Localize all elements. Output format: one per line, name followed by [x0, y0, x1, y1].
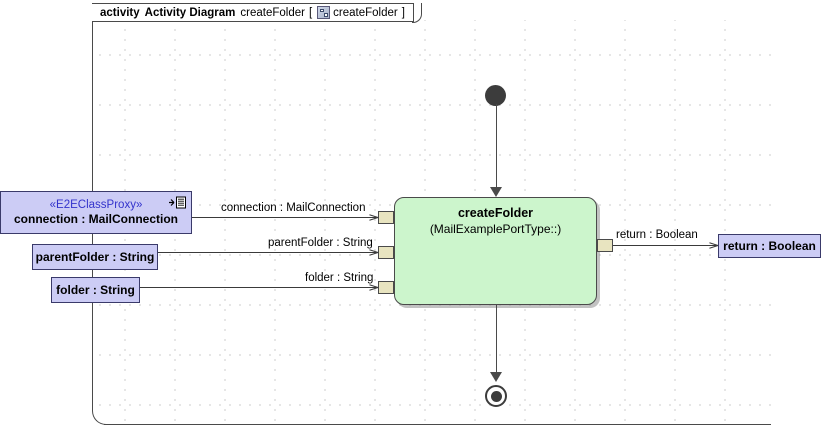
- input-pin-parentfolder[interactable]: [378, 246, 394, 259]
- object-flow-parentfolder: [158, 252, 376, 253]
- output-pin-return[interactable]: [597, 239, 613, 252]
- frame-bracket-close: ]: [401, 6, 405, 19]
- input-pin-connection[interactable]: [378, 211, 394, 224]
- action-node-createfolder[interactable]: createFolder (MailExamplePortType::): [394, 197, 597, 305]
- input-pin-folder[interactable]: [378, 281, 394, 294]
- activity-diagram-icon: [317, 6, 331, 19]
- frame-keyword: activity: [100, 6, 140, 19]
- control-flow-action-to-final: [495, 305, 497, 377]
- object-flow-connection: [192, 217, 376, 218]
- object-flow-return: [613, 245, 716, 246]
- edge-label-return: return : Boolean: [616, 229, 698, 241]
- activity-frame-bottom-border: [104, 423, 771, 425]
- edge-label-parentfolder: parentFolder : String: [268, 237, 373, 249]
- frame-diagram-type: Activity Diagram: [144, 6, 236, 19]
- object-node-label-return: return : Boolean: [723, 238, 816, 253]
- control-flow-arrowhead-into-action: [489, 187, 502, 197]
- activity-frame-header[interactable]: activity Activity Diagram createFolder […: [92, 2, 422, 23]
- object-node-label-folder: folder : String: [56, 282, 135, 297]
- object-node-label-parentfolder: parentFolder : String: [35, 249, 155, 264]
- object-flow-folder: [140, 287, 376, 288]
- frame-context-name: createFolder: [333, 6, 398, 19]
- action-node-subtitle: (MailExamplePortType::): [429, 222, 562, 236]
- frame-bracket-open: [: [308, 6, 313, 19]
- edge-label-folder: folder : String: [305, 272, 374, 284]
- edge-label-connection: connection : MailConnection: [221, 202, 366, 214]
- object-node-folder[interactable]: folder : String: [51, 277, 140, 303]
- action-node-title: createFolder: [457, 206, 534, 220]
- initial-node[interactable]: [485, 85, 506, 106]
- proxy-import-icon: [169, 196, 186, 209]
- control-flow-arrowhead-into-final: [489, 372, 502, 382]
- object-node-label-connection: connection : MailConnection: [14, 212, 178, 226]
- object-node-parentfolder[interactable]: parentFolder : String: [32, 244, 158, 270]
- object-node-stereotype-connection: «E2EClassProxy»: [49, 199, 143, 211]
- control-flow-initial-to-action: [495, 104, 497, 187]
- frame-name: createFolder: [240, 6, 305, 19]
- object-node-return[interactable]: return : Boolean: [718, 234, 821, 258]
- object-node-connection[interactable]: «E2EClassProxy» connection : MailConnect…: [0, 191, 192, 234]
- activity-final-node[interactable]: [485, 385, 507, 407]
